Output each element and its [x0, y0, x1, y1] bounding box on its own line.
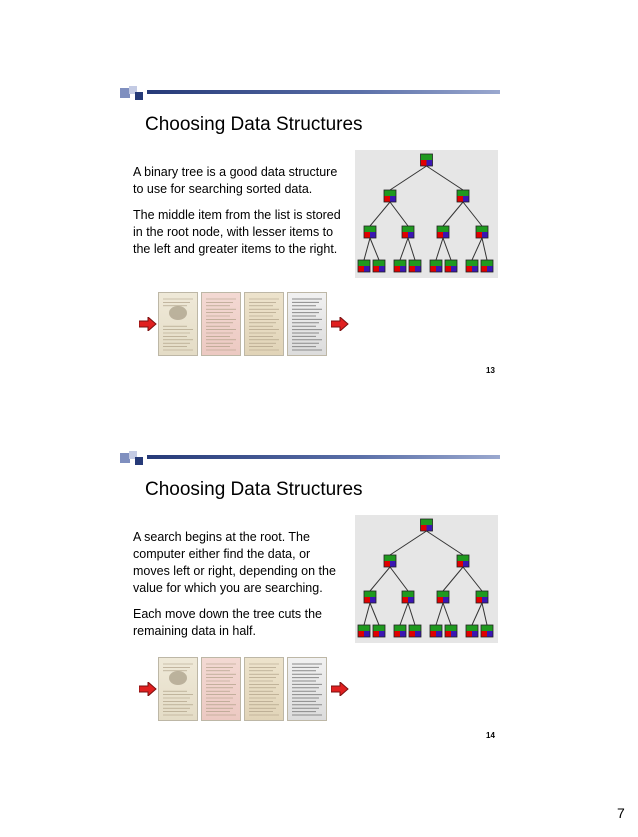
- tree-edge: [363, 602, 371, 626]
- tree-edge: [442, 602, 452, 626]
- tree-node: [480, 259, 494, 273]
- right-arrow-icon: [139, 317, 157, 331]
- document-thumbnail: [201, 292, 241, 356]
- tree-node: [444, 259, 458, 273]
- document-thumbnail: [287, 292, 327, 356]
- tree-edge: [471, 237, 483, 261]
- tree-edge: [407, 602, 416, 626]
- tree-edge: [462, 201, 483, 227]
- tree-node: [372, 259, 386, 273]
- page-number: 7: [617, 805, 625, 821]
- document-thumbnail: [158, 657, 198, 721]
- tree-edge: [389, 530, 427, 556]
- tree-edge: [389, 201, 409, 227]
- tree-node: [363, 225, 377, 239]
- tree-node: [408, 624, 422, 638]
- slide-body-text: A binary tree is a good data structure t…: [133, 164, 343, 267]
- tree-edge: [369, 602, 380, 626]
- slide-title: Choosing Data Structures: [145, 479, 363, 500]
- tree-node: [456, 554, 470, 568]
- paragraph: The middle item from the list is stored …: [133, 208, 341, 256]
- tree-edge: [435, 602, 444, 626]
- tree-node: [393, 624, 407, 638]
- tree-edge: [426, 530, 464, 556]
- slide-14: Choosing Data Structures A search begins…: [0, 435, 638, 825]
- tree-edge: [363, 237, 371, 261]
- tree-node: [480, 624, 494, 638]
- tree-edge: [442, 566, 464, 592]
- tree-node: [436, 590, 450, 604]
- paragraph: A search begins at the root. The compute…: [133, 530, 336, 595]
- right-arrow-icon: [331, 317, 349, 331]
- right-arrow-icon: [139, 682, 157, 696]
- tree-edge: [481, 602, 488, 626]
- tree-node: [401, 590, 415, 604]
- binary-tree-diagram: [355, 150, 498, 278]
- tree-edge: [481, 237, 488, 261]
- document-thumbnail: [244, 657, 284, 721]
- tree-edge: [369, 201, 391, 227]
- slide-number: 13: [486, 366, 495, 375]
- tree-node: [456, 189, 470, 203]
- binary-tree-diagram: [355, 515, 498, 643]
- tree-edge: [389, 165, 427, 191]
- tree-node: [420, 518, 433, 532]
- decorative-header-bar: [120, 451, 500, 465]
- tree-edge: [369, 566, 391, 592]
- tree-node: [465, 624, 479, 638]
- tree-edge: [389, 566, 409, 592]
- slide-body-text: A search begins at the root. The compute…: [133, 529, 343, 649]
- document-thumbnail: [287, 657, 327, 721]
- tree-node: [372, 624, 386, 638]
- tree-node: [429, 259, 443, 273]
- tree-node: [465, 259, 479, 273]
- tree-node: [420, 153, 433, 167]
- tree-edge: [462, 566, 483, 592]
- document-thumbnail: [158, 292, 198, 356]
- tree-node: [357, 259, 371, 273]
- tree-edge: [399, 602, 409, 626]
- tree-node: [357, 624, 371, 638]
- paragraph: Each move down the tree cuts the remaini…: [133, 607, 322, 638]
- tree-edge: [471, 602, 483, 626]
- paragraph: A binary tree is a good data structure t…: [133, 165, 338, 196]
- tree-node: [383, 189, 397, 203]
- decorative-header-bar: [120, 86, 500, 100]
- tree-node: [401, 225, 415, 239]
- tree-edge: [399, 237, 409, 261]
- right-arrow-icon: [331, 682, 349, 696]
- tree-node: [475, 225, 489, 239]
- document-thumbnail: [244, 292, 284, 356]
- document-thumbnails: [158, 657, 329, 721]
- tree-node: [408, 259, 422, 273]
- document-thumbnails: [158, 292, 329, 356]
- tree-edge: [442, 237, 452, 261]
- tree-node: [363, 590, 377, 604]
- slide-13: Choosing Data Structures A binary tree i…: [0, 70, 638, 460]
- slide-title: Choosing Data Structures: [145, 114, 363, 135]
- tree-edge: [435, 237, 444, 261]
- tree-node: [393, 259, 407, 273]
- tree-edge: [407, 237, 416, 261]
- tree-node: [436, 225, 450, 239]
- tree-node: [444, 624, 458, 638]
- tree-node: [383, 554, 397, 568]
- tree-edge: [442, 201, 464, 227]
- tree-node: [429, 624, 443, 638]
- tree-node: [475, 590, 489, 604]
- slide-number: 14: [486, 731, 495, 740]
- tree-edge: [369, 237, 380, 261]
- tree-edge: [426, 165, 464, 191]
- document-thumbnail: [201, 657, 241, 721]
